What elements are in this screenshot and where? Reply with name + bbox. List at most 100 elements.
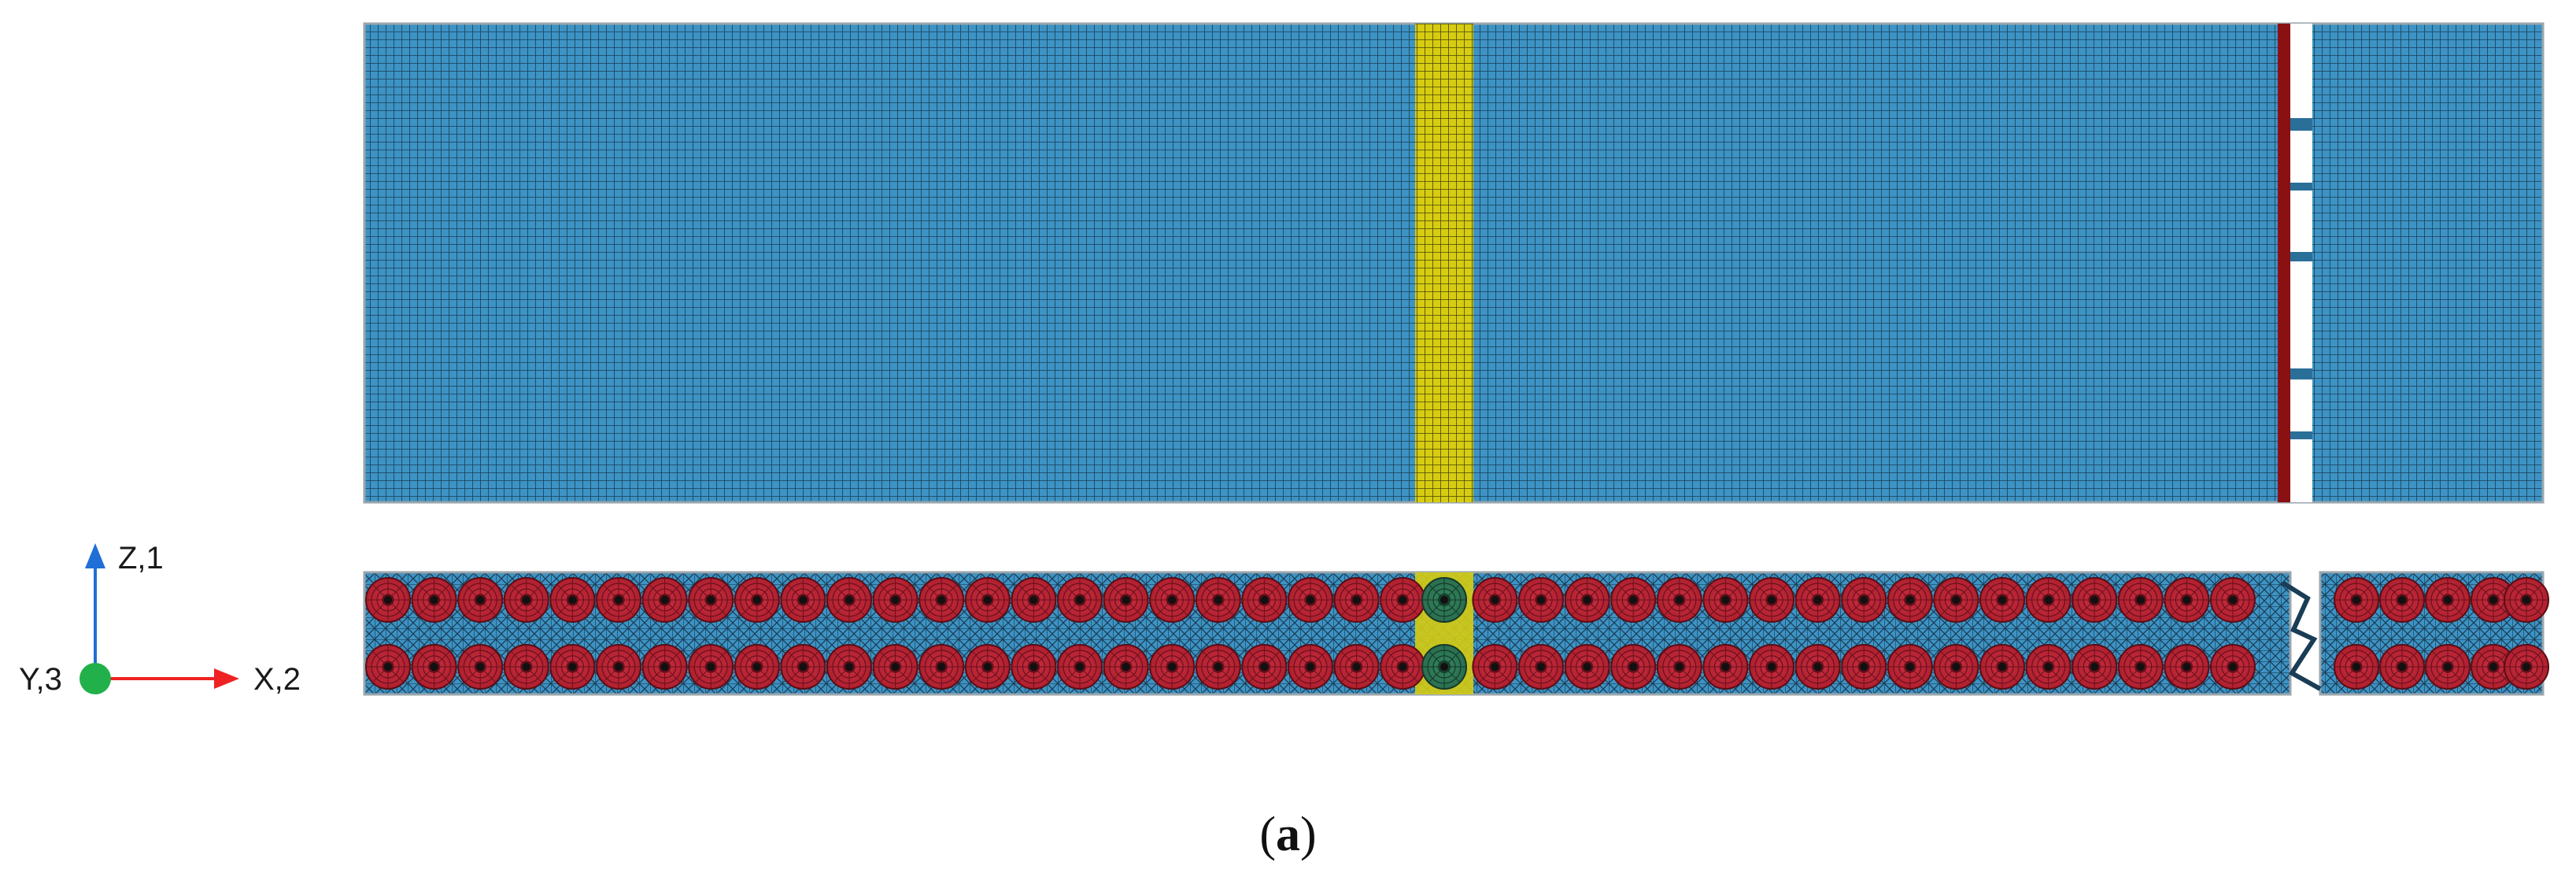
fiber-core [1491,596,1499,604]
fiber [1241,577,1288,623]
fiber-core [1168,663,1177,671]
fiber-core [1122,596,1130,604]
fiber-core [799,663,808,671]
fiber-core [1029,596,1038,604]
fiber-core [1998,663,2006,671]
fiber-core [1768,596,1776,604]
fiber [1288,577,1333,623]
fiber-core [1076,663,1084,671]
fiber-core [1629,596,1638,604]
fiber [2334,577,2379,623]
fiber [1749,577,1794,623]
fiber [2425,577,2471,623]
fiber [503,577,549,623]
fiber [2210,577,2256,623]
fiber-core [384,596,392,604]
fiber-core [1029,663,1038,671]
fiber-highlighted [1421,577,1467,623]
fiber [1702,577,1749,623]
fiber-core [1306,663,1314,671]
fiber-core [1905,596,1914,604]
fiber [411,644,457,690]
fiber [1656,577,1702,623]
fiber [1472,644,1518,690]
caption-open: ( [1259,808,1276,861]
fiber-core [707,596,715,604]
vertical-axis-label: Z,1 [118,541,164,576]
fiber-core [1399,663,1407,671]
fiber [2117,577,2164,623]
fiber [1979,644,2025,690]
fiber-core [1952,596,1961,604]
fiber-core [2136,663,2145,671]
fiber-core [2229,596,2237,604]
fiber-array [365,577,2549,690]
fiber [1011,577,1057,623]
fiber [2072,577,2118,623]
fiber [1518,644,1564,690]
fiber [1564,577,1610,623]
fiber-core [1583,663,1591,671]
crack-bridge [2290,252,2312,261]
fiber-core [2398,596,2406,604]
fiber-core [1537,596,1545,604]
fiber [457,644,504,690]
fiber-core [660,596,669,604]
fiber [1564,644,1610,690]
fiber-core [845,663,853,671]
fiber [1011,644,1057,690]
fiber [2379,644,2425,690]
fiber-core [2044,596,2053,604]
top-highlight-band [1415,24,1473,502]
fiber [2025,577,2072,623]
section-crack-edge [2281,580,2322,691]
fiber-core [983,596,992,604]
fiber [918,577,965,623]
fiber-core [2444,596,2452,604]
fiber-core [660,663,669,671]
fiber-core [1352,596,1361,604]
top-crack-gap [2290,24,2312,502]
fiber-core [1352,663,1361,671]
fiber [2117,644,2164,690]
fiber-core [845,596,853,604]
fiber [1794,644,1841,690]
fiber [872,644,918,690]
figure-caption: (a) [0,807,2576,863]
fiber [1933,577,1979,623]
fiber-core [1306,596,1314,604]
fiber-core [1491,663,1499,671]
fiber [1333,577,1380,623]
top-mesh-view [363,22,2545,504]
fiber [1472,577,1518,623]
fiber-core [476,596,485,604]
fiber [918,644,965,690]
fiber [1149,577,1196,623]
fiber [964,577,1011,623]
fiber [365,644,411,690]
fiber [2379,577,2425,623]
origin-dot [79,663,111,694]
fiber-core [1813,663,1822,671]
fiber [1887,577,1933,623]
fiber [964,644,1011,690]
fiber [1149,644,1196,690]
vertical-axis-arrowhead [85,543,105,568]
horizontal-axis-arrowhead [214,668,239,689]
fiber-core [1214,663,1222,671]
axis-triad: Z,1 X,2 Y,3 [19,541,301,697]
fiber-core [1537,663,1545,671]
fiber-core [2522,663,2530,671]
fiber [1841,644,1887,690]
fiber-core [476,663,485,671]
fiber-core [1768,663,1776,671]
fiber-core [1260,663,1269,671]
fiber [596,644,641,690]
fiber [596,577,641,623]
caption-close: ) [1300,808,1317,861]
fiber [1656,644,1702,690]
fiber-core [891,663,900,671]
fiber [826,644,872,690]
fiber-core [568,596,577,604]
fiber [2025,644,2072,690]
